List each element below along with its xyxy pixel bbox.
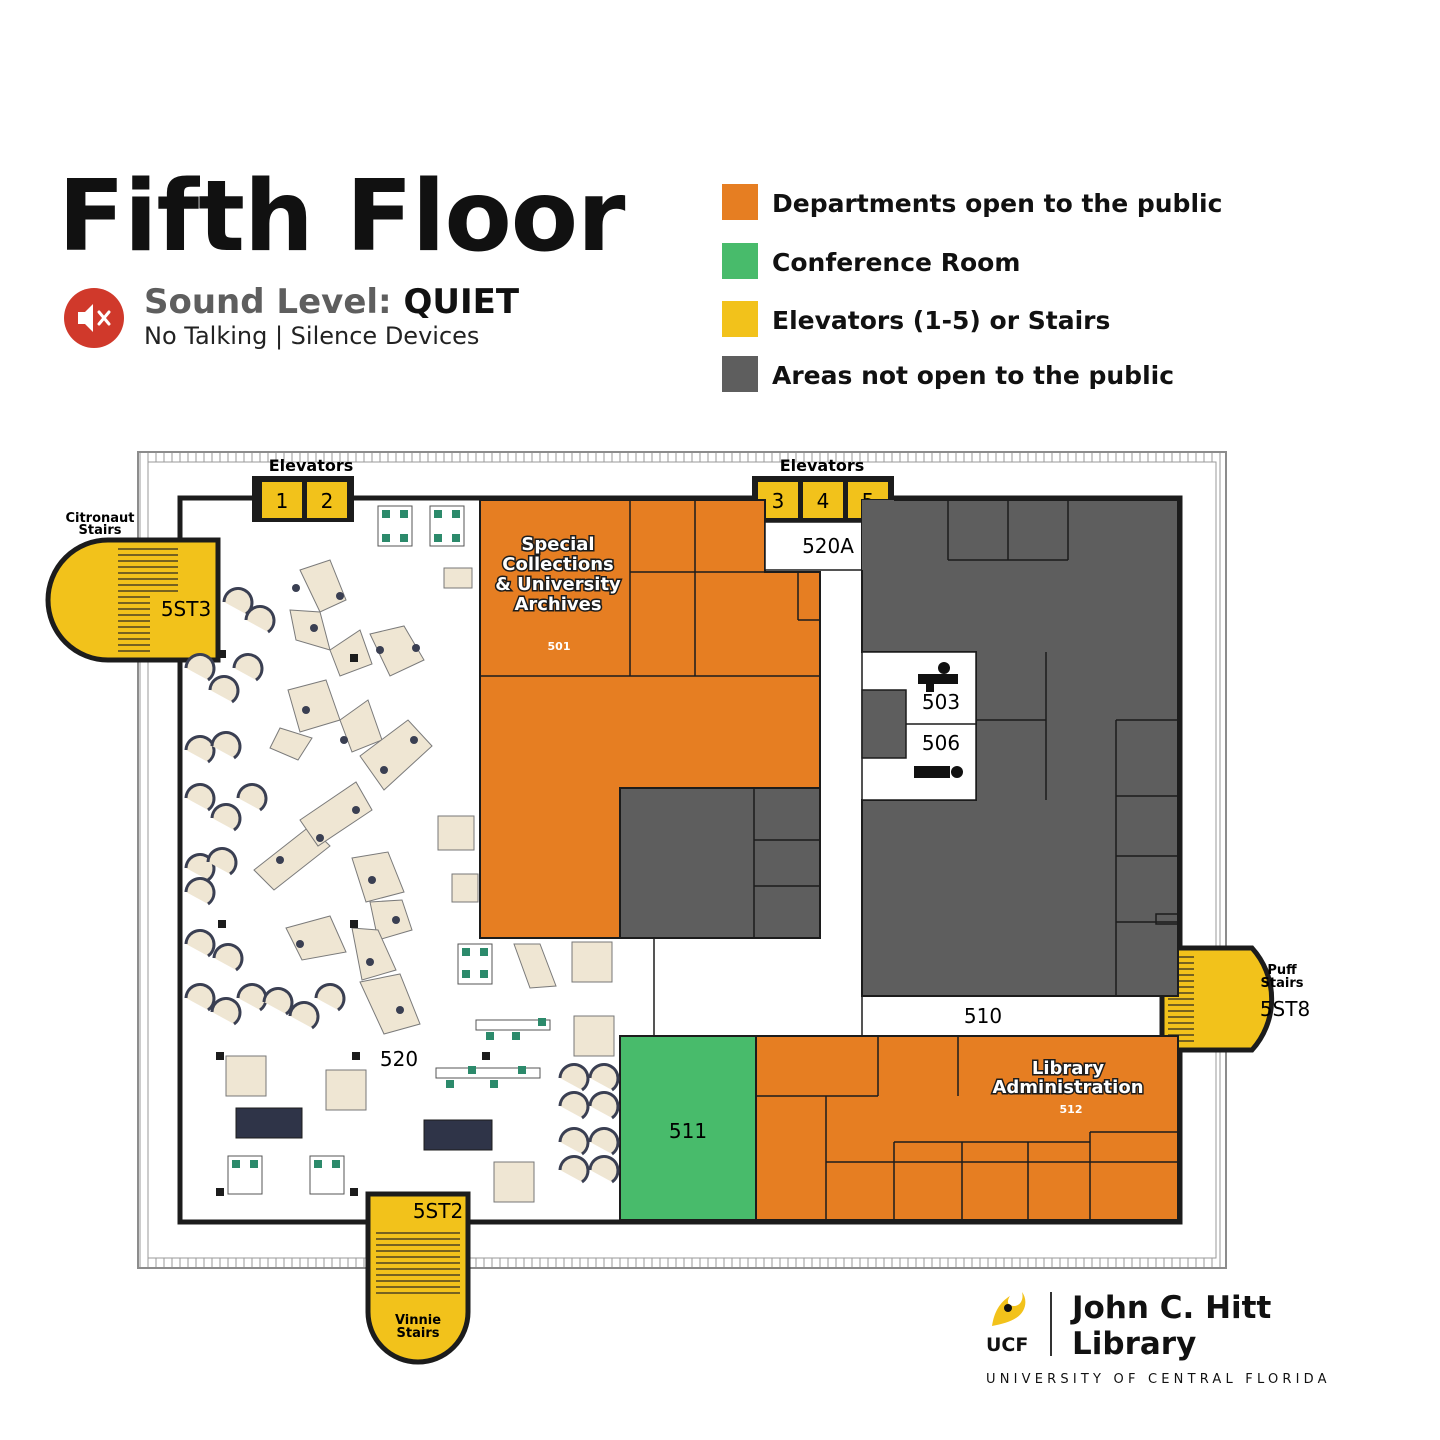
study-area-furniture [184, 505, 620, 1203]
room-520-label: 520 [380, 1047, 418, 1071]
elevators-left-label: Elevators [269, 456, 354, 475]
logo-ucf: UCF [986, 1334, 1029, 1356]
sound-level-value: QUIET [403, 282, 520, 322]
puff-stairs-name-line2: Stairs [1261, 976, 1304, 991]
sound-level-label: Sound Level: [144, 282, 392, 322]
legend-label: Departments open to the public [772, 189, 1223, 218]
room-506-label: 506 [922, 731, 960, 755]
citronaut-stairs[interactable] [45, 537, 221, 663]
elevators-right-label: Elevators [780, 456, 865, 475]
elevator-1[interactable] [262, 482, 302, 518]
elevator-1-label: 1 [276, 489, 289, 513]
room-511-label: 511 [669, 1119, 707, 1143]
room-520a-label: 520A [802, 534, 854, 558]
legend-swatch-orange [722, 184, 758, 220]
vinnie-stairs-name-line1: Vinnie [395, 1313, 441, 1328]
muted-speaker-icon [64, 288, 124, 348]
ucf-pegasus-logo-icon [986, 1286, 1028, 1330]
logo-divider [1050, 1292, 1052, 1356]
page-title: Fifth Floor [58, 160, 625, 274]
legend-item-conference: Conference Room [722, 243, 1322, 281]
puff-stairs-name-line1: Puff [1267, 963, 1297, 978]
room-510-label: 510 [964, 1004, 1002, 1028]
library-admin-line2: Administration [992, 1077, 1143, 1098]
citronaut-stairs-name-line1: Citronaut [65, 511, 134, 526]
sound-level: Sound Level: QUIET [144, 282, 519, 322]
legend-swatch-yellow [722, 301, 758, 337]
legend-item-elevators-stairs: Elevators (1-5) or Stairs [722, 301, 1322, 339]
elevator-4-label: 4 [817, 489, 830, 513]
logo-library-name-line1: John C. Hitt [1072, 1290, 1272, 1326]
citronaut-stairs-code: 5ST3 [161, 597, 211, 621]
puff-stairs-code: 5ST8 [1260, 997, 1310, 1021]
special-collections-line2: Collections [502, 554, 613, 575]
restricted-area-center [619, 787, 821, 939]
vinnie-stairs-code: 5ST2 [413, 1199, 463, 1223]
legend-label: Elevators (1-5) or Stairs [772, 306, 1111, 335]
legend-label: Conference Room [772, 248, 1021, 277]
room-501-number: 501 [548, 640, 571, 653]
special-collections-line4: Archives [514, 594, 601, 615]
special-collections-line1: Special [521, 534, 594, 555]
legend-label: Areas not open to the public [772, 361, 1175, 390]
womens-restroom-icon [914, 766, 963, 778]
elevator-2[interactable] [307, 482, 347, 518]
room-512-library-administration[interactable] [755, 1035, 1179, 1221]
vinnie-stairs-name-line2: Stairs [397, 1326, 440, 1341]
citronaut-stairs-name-line2: Stairs [79, 523, 122, 538]
special-collections-line3: & University [495, 574, 621, 595]
room-511-conference[interactable] [619, 1035, 757, 1221]
sound-level-rules: No Talking | Silence Devices [144, 322, 480, 350]
legend-item-departments: Departments open to the public [722, 184, 1322, 222]
legend-swatch-gray [722, 356, 758, 392]
restroom-core [861, 689, 907, 759]
elevator-4[interactable] [803, 482, 843, 518]
elevator-2-label: 2 [321, 489, 334, 513]
legend-swatch-green [722, 243, 758, 279]
elevator-3-label: 3 [772, 489, 785, 513]
mens-restroom-icon [918, 662, 958, 692]
logo-university-name: UNIVERSITY OF CENTRAL FLORIDA [986, 1372, 1331, 1387]
logo-library-name-line2: Library [1072, 1326, 1197, 1362]
room-503-label: 503 [922, 690, 960, 714]
puff-stairs[interactable] [1159, 945, 1275, 1053]
vinnie-stairs[interactable] [365, 1191, 471, 1365]
legend-item-restricted: Areas not open to the public [722, 356, 1322, 394]
library-admin-line1: Library [1032, 1058, 1104, 1079]
room-512-number: 512 [1060, 1103, 1083, 1116]
